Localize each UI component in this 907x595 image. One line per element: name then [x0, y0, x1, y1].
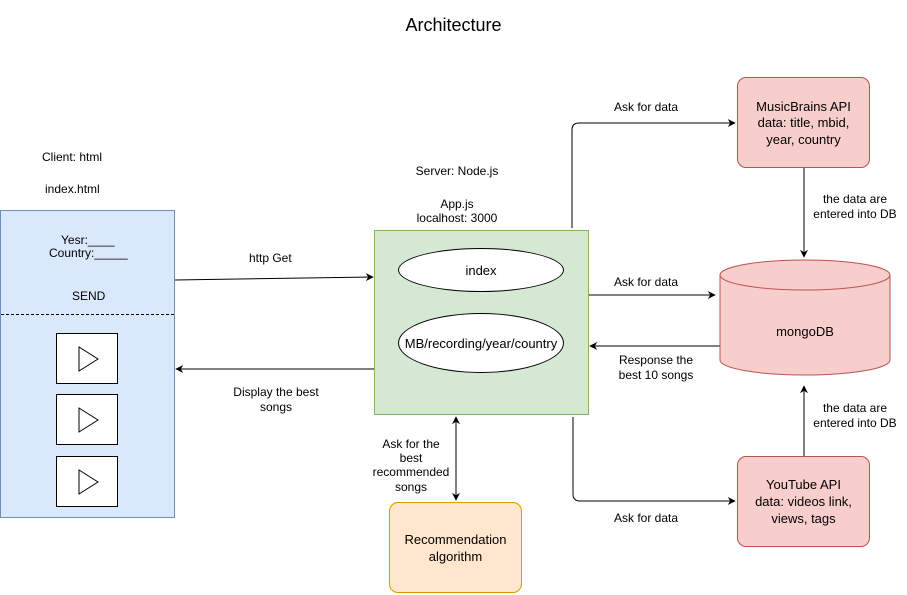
country-field[interactable]: Country:_____: [49, 246, 128, 260]
youtube-to-db-label-2: entered into DB: [813, 416, 897, 430]
recommendation-request-label-1: Ask for the: [382, 437, 440, 451]
mongodb-label: mongoDB: [776, 324, 834, 339]
recommendation-request-label-2: best: [399, 451, 423, 465]
ask-youtube-arrow: [572, 417, 736, 505]
form-divider: [1, 314, 174, 315]
video-player[interactable]: [56, 333, 118, 384]
send-button[interactable]: SEND: [72, 289, 106, 303]
musicbrainz-api-box: MusicBrains API data: title, mbid, year,…: [737, 77, 870, 168]
youtube-title: YouTube API: [766, 477, 841, 492]
display-songs-label-1: Display the best: [233, 385, 319, 399]
video-player[interactable]: [56, 394, 118, 445]
client-label: Client: html: [42, 150, 103, 164]
response-label-2: best 10 songs: [618, 368, 694, 382]
video-player[interactable]: [56, 456, 118, 507]
server-host-label: localhost: 3000: [416, 211, 498, 225]
play-icon: [78, 346, 99, 372]
youtube-fields-1: data: videos link,: [755, 494, 852, 509]
musicbrainz-fields-2: year, country: [766, 132, 841, 147]
recommendation-request-label-4: songs: [394, 480, 428, 494]
server-label: Server: Node.js: [415, 164, 499, 178]
ask-musicbrainz-arrow: [571, 119, 736, 228]
diagram-title: Architecture: [405, 15, 502, 35]
http-get-arrow: [174, 273, 374, 282]
musicbrainz-to-db-label-2: entered into DB: [813, 207, 897, 221]
recommendation-line-1: Recommendation: [404, 532, 507, 547]
ask-musicbrainz-label: Ask for data: [614, 100, 679, 114]
play-icon: [78, 407, 99, 433]
http-get-label: http Get: [249, 251, 292, 265]
ask-db-label: Ask for data: [614, 275, 679, 289]
display-songs-label-2: songs: [259, 400, 293, 414]
recommendation-line-2: algorithm: [428, 549, 483, 564]
youtube-api-box: YouTube API data: videos link, views, ta…: [737, 456, 870, 547]
ask-youtube-label: Ask for data: [614, 511, 679, 525]
youtube-to-db-label-1: the data are: [822, 401, 888, 415]
musicbrainz-fields-1: data: title, mbid,: [757, 115, 850, 130]
mongodb-cylinder: [719, 259, 891, 376]
route-index: index: [398, 248, 564, 292]
route-recording: MB/recording/year/country: [398, 313, 564, 373]
response-label-1: Response the: [618, 353, 694, 367]
musicbrainz-title: MusicBrains API: [756, 99, 851, 114]
youtube-fields-2: views, tags: [771, 511, 836, 526]
recommendation-box: Recommendation algorithm: [389, 502, 522, 593]
play-icon: [78, 469, 99, 495]
recommendation-request-label-3: recommended: [372, 465, 450, 479]
client-file-label: index.html: [45, 182, 100, 196]
musicbrainz-to-db-label-1: the data are: [822, 192, 888, 206]
server-file-label: App.js: [440, 197, 474, 211]
year-field[interactable]: Yesr:____: [61, 233, 115, 247]
